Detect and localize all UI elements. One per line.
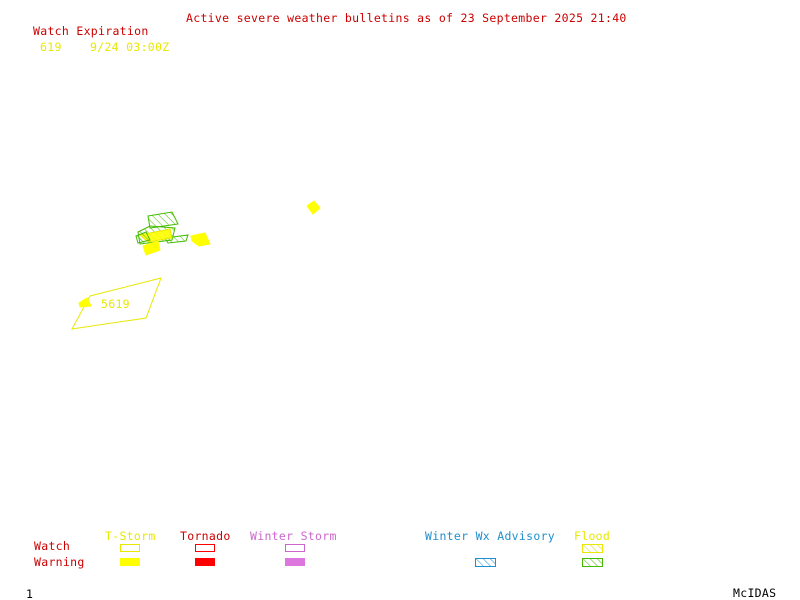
- legend-tstorm-warning-swatch: [120, 558, 140, 566]
- bulletin-title: Active severe weather bulletins as of 23…: [186, 11, 627, 25]
- legend-winter-storm-watch-swatch: [285, 544, 305, 552]
- legend-flood-watch-swatch: [582, 544, 603, 553]
- watch-box-label: 5619: [101, 297, 130, 311]
- watch-expiration-time: 9/24 03:00Z: [90, 40, 170, 54]
- watch-expiration-heading: Watch Expiration: [33, 24, 149, 38]
- tstorm-warning-polygon[interactable]: [190, 232, 211, 247]
- legend-tornado-watch-swatch: [195, 544, 215, 552]
- legend-flood-label: Flood: [574, 529, 611, 543]
- watch-box-619[interactable]: [71, 277, 162, 330]
- flood-warning-polygon[interactable]: [147, 211, 179, 229]
- legend-winter-wx-advisory-swatch: [475, 558, 496, 567]
- flood-warning-polygon[interactable]: [164, 234, 189, 244]
- legend-winter-wx-advisory-label: Winter Wx Advisory: [425, 529, 556, 543]
- software-label: McIDAS: [733, 586, 777, 600]
- watch-number: 619: [40, 40, 62, 54]
- tstorm-warning-polygon[interactable]: [306, 200, 321, 215]
- legend-watch-row-label: Watch: [34, 539, 71, 553]
- tstorm-warning-polygon[interactable]: [142, 240, 161, 256]
- legend-tornado-warning-swatch: [195, 558, 215, 566]
- legend-flood-warning-swatch: [582, 558, 603, 567]
- legend-warning-row-label: Warning: [34, 555, 85, 569]
- legend-tstorm-label: T-Storm: [105, 529, 156, 543]
- frame-number: 1: [26, 587, 34, 600]
- legend-tstorm-watch-swatch: [120, 544, 140, 552]
- tstorm-warning-polygon[interactable]: [78, 297, 92, 308]
- legend-winter-storm-warning-swatch: [285, 558, 305, 566]
- legend-winter-storm-label: Winter Storm: [250, 529, 337, 543]
- flood-warning-polygon[interactable]: [135, 231, 151, 244]
- legend-tornado-label: Tornado: [180, 529, 231, 543]
